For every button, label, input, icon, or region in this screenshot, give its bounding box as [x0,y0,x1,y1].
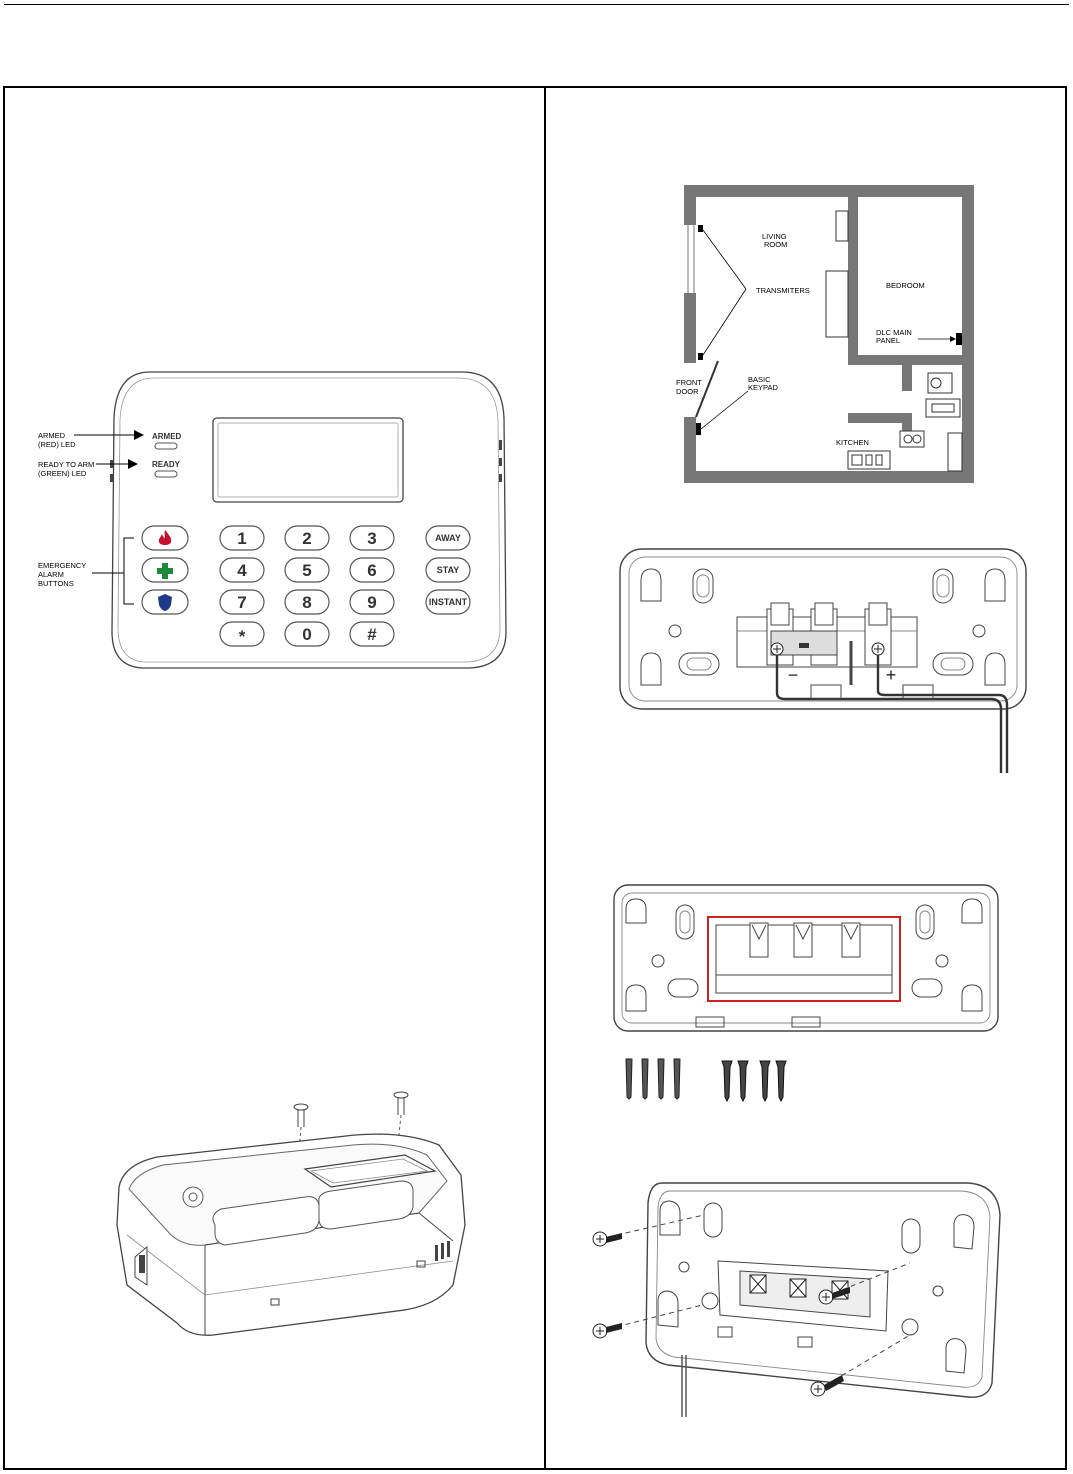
transmitter [698,225,703,232]
basic-keypad-label-2: KEYPAD [748,383,778,392]
key-9[interactable]: 9 [350,590,394,614]
emergency-callout-line2: ALARM [38,570,64,579]
key-2[interactable]: 2 [285,526,329,550]
front-door-label-2: DOOR [676,387,699,396]
svg-text:4: 4 [237,561,247,580]
medical-button[interactable] [142,558,188,582]
main-panel-marker [956,333,962,345]
fire-button[interactable] [142,526,188,550]
battery-install-illustration [105,1085,485,1350]
transmitter [698,353,703,360]
plus-label: + [886,665,897,685]
emergency-callout-line3: BUTTONS [38,579,74,588]
svg-text:1: 1 [237,529,246,548]
svg-text:0: 0 [302,625,311,644]
basic-keypad-marker [696,423,701,435]
minus-label: − [788,665,799,685]
svg-text:#: # [367,625,377,644]
svg-text:7: 7 [237,593,246,612]
key-4[interactable]: 4 [220,558,264,582]
svg-text:6: 6 [367,561,376,580]
svg-text:INSTANT: INSTANT [429,597,468,607]
svg-text:8: 8 [302,593,311,612]
kitchen-label: KITCHEN [836,438,869,447]
key-star[interactable]: * [220,622,264,646]
transmitters-label: TRANSMITERS [756,286,810,295]
armed-callout-line1: ARMED [38,431,66,440]
bracket-wall-mount-illustration [588,1175,1008,1420]
header-rule [4,4,1069,5]
floor-plan: LIVING ROOM BEDROOM TRANSMITERS DLC MAIN… [670,185,980,485]
key-8[interactable]: 8 [285,590,329,614]
key-6[interactable]: 6 [350,558,394,582]
ready-led [155,471,177,477]
svg-text:STAY: STAY [437,565,460,575]
ready-callout-line1: READY TO ARM [38,460,94,469]
column-divider [544,86,546,1470]
away-button[interactable]: AWAY [426,526,470,550]
bedroom-label: BEDROOM [886,281,925,290]
key-3[interactable]: 3 [350,526,394,550]
main-panel-label-2: PANEL [876,336,900,345]
key-1[interactable]: 1 [220,526,264,550]
front-door-label: FRONT [676,378,702,387]
armed-led-label: ARMED [152,432,182,441]
wall-anchor-icon [626,1059,680,1099]
ready-led-label: READY [152,460,181,469]
emergency-callout-line1: EMERGENCY [38,561,86,570]
mounting-bracket-illustration [612,883,1002,1103]
key-0[interactable]: 0 [285,622,329,646]
lcd-screen [213,418,403,502]
key-7[interactable]: 7 [220,590,264,614]
svg-text:3: 3 [367,529,376,548]
police-button[interactable] [142,590,188,614]
stay-button[interactable]: STAY [426,558,470,582]
svg-text:9: 9 [367,593,376,612]
living-room-label-2: ROOM [764,240,787,249]
key-5[interactable]: 5 [285,558,329,582]
svg-text:AWAY: AWAY [435,533,461,543]
wiring-bracket-illustration: − + [615,545,1035,777]
instant-button[interactable]: INSTANT [426,590,470,614]
svg-text:2: 2 [302,529,311,548]
key-hash[interactable]: # [350,622,394,646]
svg-text:*: * [239,627,246,646]
keypad-illustration: ARMED READY ARMED (RED) LED READY TO ARM… [30,370,510,680]
svg-text:5: 5 [302,561,311,580]
armed-led [155,443,177,449]
screw-icon [722,1061,786,1101]
armed-callout-line2: (RED) LED [38,440,76,449]
ready-callout-line2: (GREEN) LED [38,469,87,478]
